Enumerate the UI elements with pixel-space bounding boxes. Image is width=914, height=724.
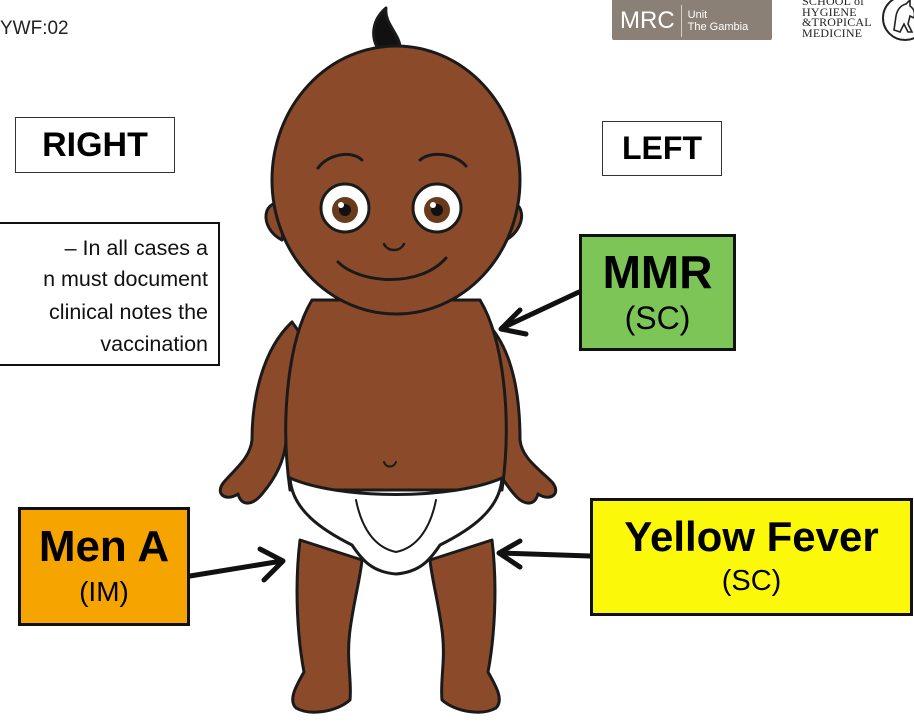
vaccine-route: (SC) <box>582 301 733 335</box>
vaccine-box-mmr: MMR (SC) <box>579 234 736 351</box>
note-line-4: vaccination <box>100 332 208 357</box>
vaccine-route: (SC) <box>593 565 910 597</box>
vaccine-name: MMR <box>582 237 733 295</box>
instruction-note: – In all cases a n must document clinica… <box>0 222 220 366</box>
vaccine-name: Yellow Fever <box>593 501 910 559</box>
vaccine-box-men-a: Men A (IM) <box>18 507 190 626</box>
side-label-left: LEFT <box>602 121 722 176</box>
note-line-2: n must document <box>43 267 208 292</box>
note-line-1: – In all cases a <box>65 236 208 261</box>
vaccine-box-yellow-fever: Yellow Fever (SC) <box>590 498 913 616</box>
vaccine-name: Men A <box>21 510 187 570</box>
note-line-3: clinical notes the <box>49 300 208 325</box>
vaccine-route: (IM) <box>21 576 187 608</box>
side-label-right: RIGHT <box>15 117 175 173</box>
